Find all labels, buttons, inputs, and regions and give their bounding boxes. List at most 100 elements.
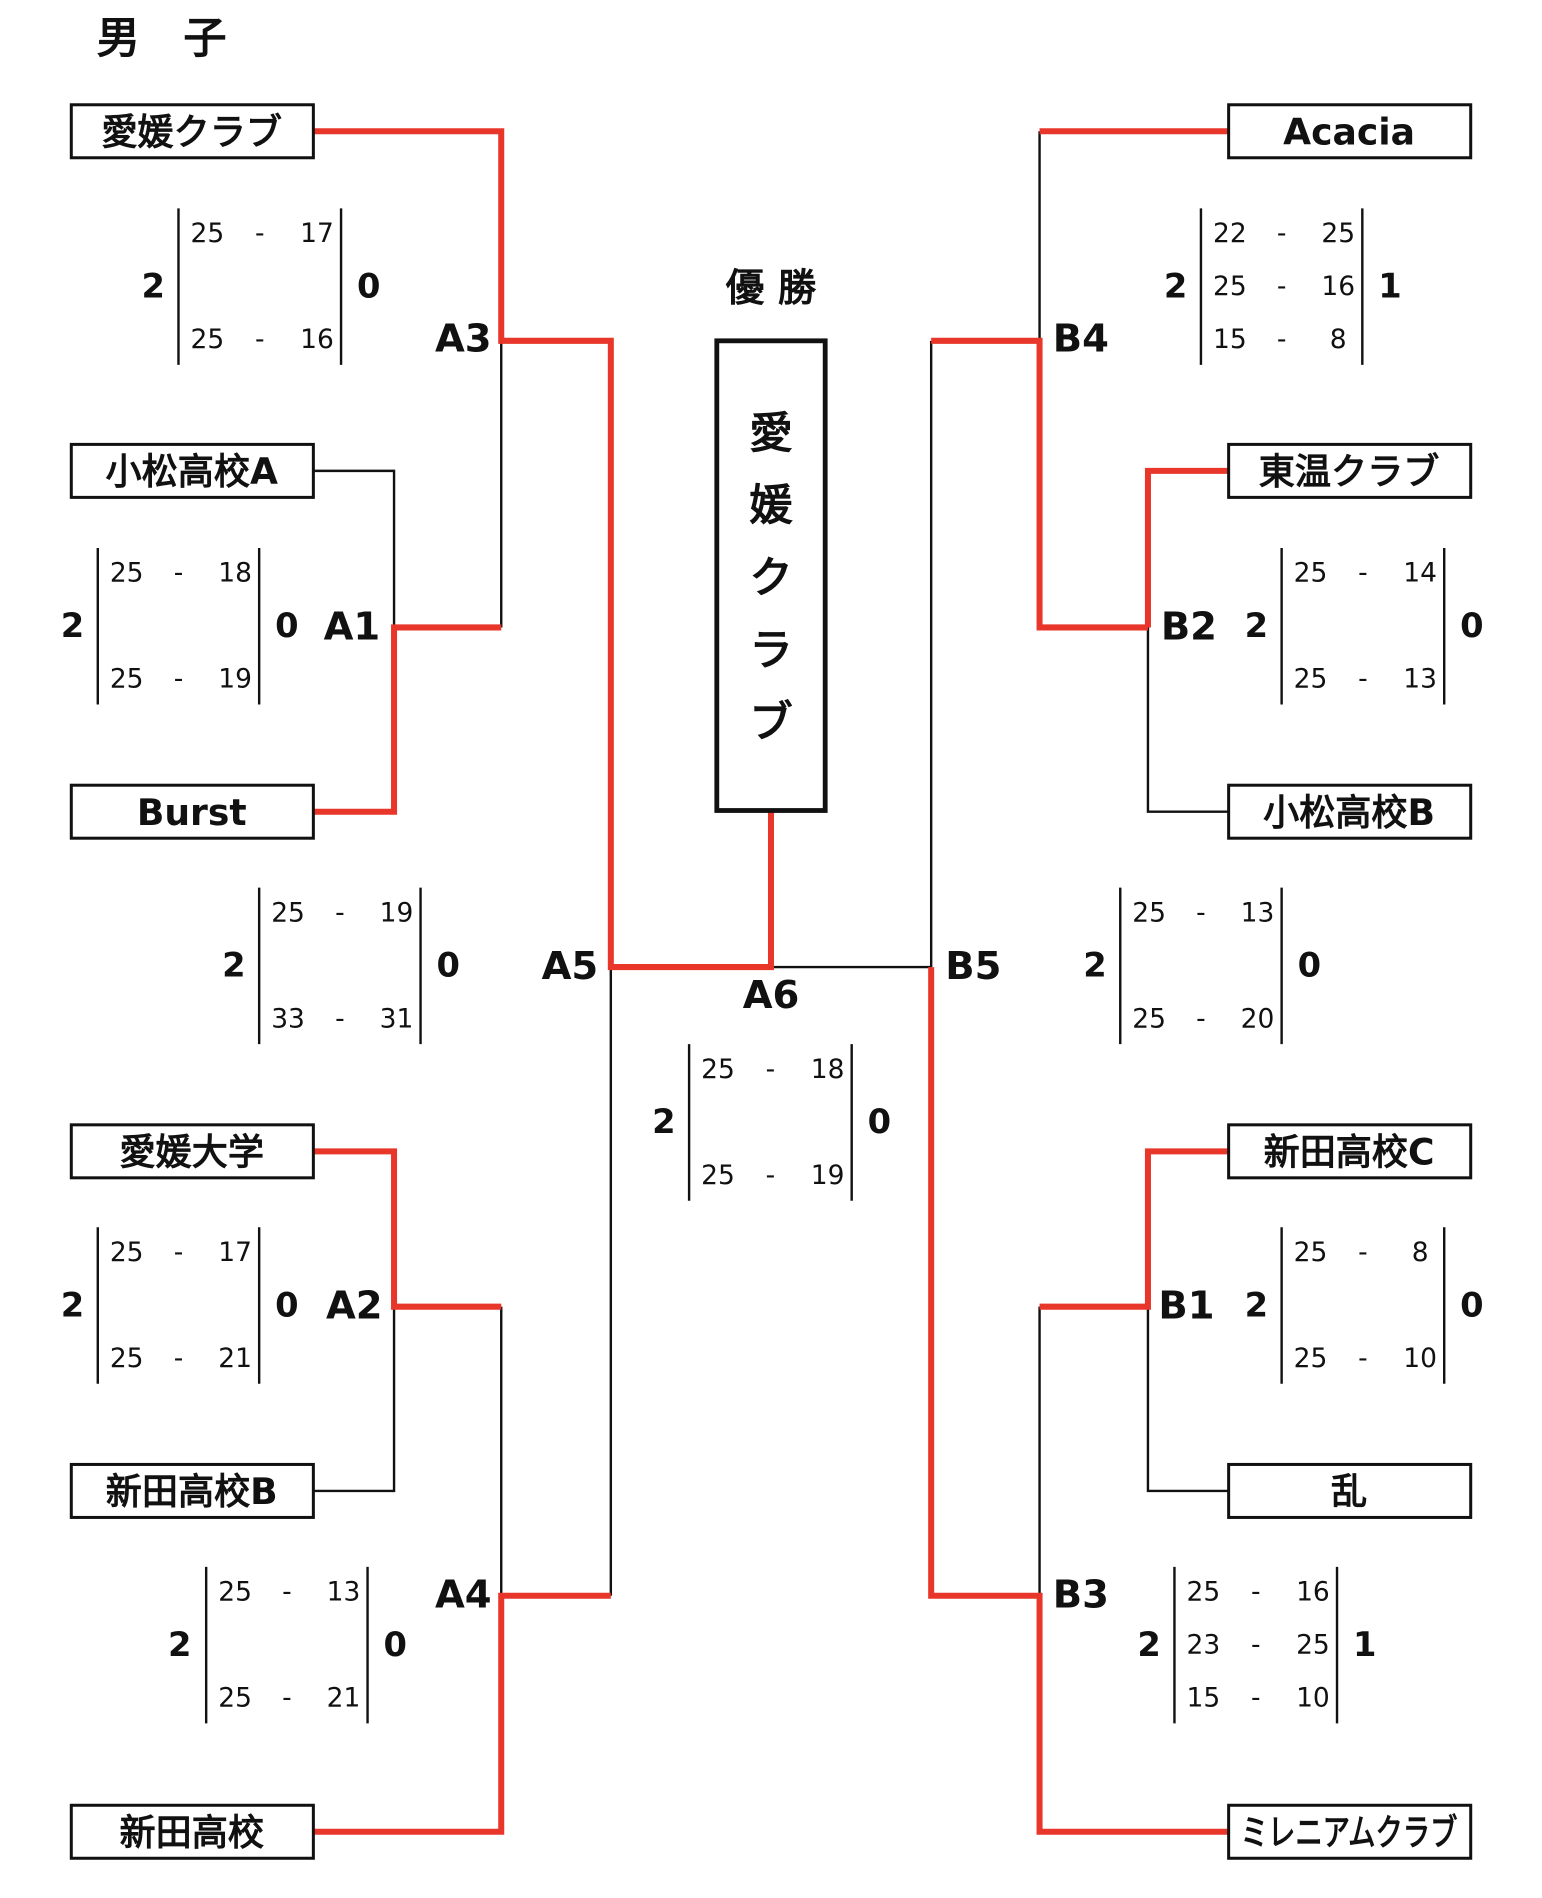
sets-lost: 0 <box>1460 606 1483 645</box>
set-score-dash: - <box>1277 271 1287 302</box>
team-box: ミレニアムクラブ <box>1227 1803 1473 1860</box>
winner-line <box>313 624 502 815</box>
match-label: B1 <box>1158 1284 1214 1329</box>
champion-name-char: ブ <box>749 698 792 748</box>
bracket-line <box>1146 1306 1229 1493</box>
set-score-home: 25 <box>701 1160 735 1191</box>
set-score-dash: - <box>1251 1630 1261 1661</box>
set-score-home: 25 <box>1132 897 1166 928</box>
set-score-away: 13 <box>327 1577 361 1608</box>
set-score-away: 19 <box>811 1160 845 1191</box>
set-score-away: 20 <box>1241 1003 1275 1034</box>
set-score-away: 16 <box>1296 1577 1330 1608</box>
set-score-dash: - <box>766 1160 776 1191</box>
champion-box: 愛媛クラブ <box>714 338 828 813</box>
set-score-home: 25 <box>218 1683 252 1714</box>
set-score-home: 25 <box>191 324 225 355</box>
sets-lost: 0 <box>275 606 298 645</box>
team-name: 小松高校A <box>106 450 278 493</box>
team-box: 小松高校B <box>1227 783 1473 840</box>
team-name: ミレニアムクラブ <box>1241 1811 1458 1854</box>
set-score-home: 15 <box>1186 1683 1220 1714</box>
sets-lost: 0 <box>1298 946 1321 985</box>
sets-won: 2 <box>1245 606 1268 645</box>
set-score-dash: - <box>174 1237 184 1268</box>
sets-lost: 0 <box>384 1625 407 1664</box>
set-score-home: 15 <box>1213 324 1247 355</box>
match-label: A5 <box>542 944 599 989</box>
match-label: A6 <box>743 973 800 1018</box>
set-score-away: 10 <box>1403 1343 1437 1374</box>
set-score-away: 19 <box>218 664 252 695</box>
sets-won: 2 <box>1083 946 1106 985</box>
sets-lost: 0 <box>275 1285 298 1324</box>
set-score-home: 25 <box>110 558 144 589</box>
bracket-line <box>1146 627 1229 813</box>
winner-line <box>1039 1148 1229 1310</box>
set-score-dash: - <box>1196 897 1206 928</box>
set-score-home: 25 <box>1213 271 1247 302</box>
winner-line <box>313 128 775 971</box>
sets-lost: 0 <box>1460 1285 1483 1324</box>
set-score-home: 25 <box>1294 558 1328 589</box>
set-score-home: 25 <box>110 664 144 695</box>
bracket-title: 男 子 <box>97 14 227 64</box>
set-score-home: 22 <box>1213 218 1247 249</box>
champion-name-char: 愛 <box>749 409 792 459</box>
sets-won: 2 <box>61 606 84 645</box>
champion-name-char: ク <box>749 554 792 604</box>
set-score-home: 25 <box>218 1577 252 1608</box>
team-name: Acacia <box>1283 111 1415 154</box>
team-box: 愛媛大学 <box>69 1123 315 1180</box>
set-score-dash: - <box>1277 324 1287 355</box>
sets-won: 2 <box>652 1102 675 1141</box>
sets-lost: 0 <box>868 1102 891 1141</box>
champion-name-char: ラ <box>749 626 792 676</box>
winner-line <box>928 967 1229 1835</box>
set-score-dash: - <box>1251 1577 1261 1608</box>
set-score-away: 21 <box>327 1683 361 1714</box>
sets-lost: 0 <box>437 946 460 985</box>
set-score-away: 25 <box>1296 1630 1330 1661</box>
team-box: 新田高校 <box>69 1803 315 1860</box>
sets-won: 2 <box>1164 266 1187 305</box>
sets-won: 2 <box>1245 1285 1268 1324</box>
team-box: 東温クラブ <box>1227 442 1473 499</box>
set-score-home: 25 <box>1294 1343 1328 1374</box>
set-score-dash: - <box>174 558 184 589</box>
set-score-away: 17 <box>300 218 334 249</box>
set-score-dash: - <box>1358 664 1368 695</box>
set-score-dash: - <box>255 324 265 355</box>
set-score-away: 18 <box>811 1054 845 1085</box>
team-box: 愛媛クラブ <box>69 103 315 160</box>
set-score-dash: - <box>282 1683 292 1714</box>
set-score-away: 31 <box>380 1003 414 1034</box>
set-score-dash: - <box>1196 1003 1206 1034</box>
set-score-away: 8 <box>1412 1237 1429 1268</box>
set-score-dash: - <box>1277 218 1287 249</box>
team-name: 新田高校C <box>1264 1131 1435 1174</box>
set-score-away: 18 <box>218 558 252 589</box>
set-score-dash: - <box>282 1577 292 1608</box>
set-score-dash: - <box>174 1343 184 1374</box>
sets-won: 2 <box>168 1625 191 1664</box>
set-score-away: 25 <box>1321 218 1355 249</box>
set-score-dash: - <box>1251 1683 1261 1714</box>
set-score-home: 25 <box>701 1054 735 1085</box>
bracket-line <box>313 1306 396 1493</box>
team-name: 小松高校B <box>1263 791 1435 834</box>
team-box: 乱 <box>1227 1462 1473 1519</box>
set-score-home: 25 <box>1294 664 1328 695</box>
team-name: 乱 <box>1331 1470 1367 1513</box>
team-box: 新田高校C <box>1227 1123 1473 1180</box>
